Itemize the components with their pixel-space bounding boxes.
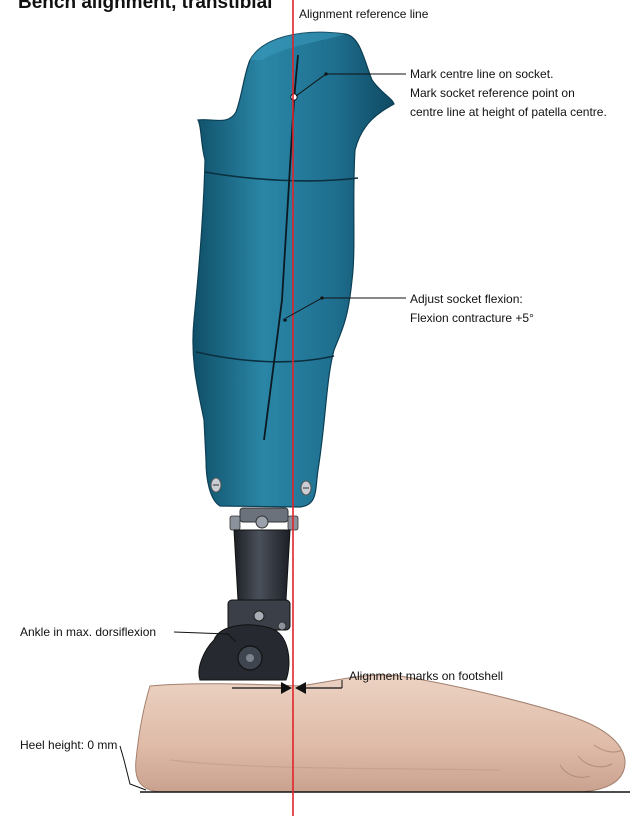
label-centre-line-1: Mark centre line on socket.: [410, 66, 553, 83]
adapter-bolt-icon: [256, 516, 268, 528]
label-centre-line-2: Mark socket reference point on: [410, 85, 575, 102]
label-footshell-marks: Alignment marks on footshell: [349, 668, 503, 685]
footshell: [136, 675, 625, 792]
socket-reference-point: [291, 94, 297, 100]
ankle-bolt-icon: [254, 611, 264, 621]
pylon-tube: [234, 530, 290, 600]
foot-body: [136, 675, 625, 792]
label-centre-line-3: centre line at height of patella centre.: [410, 104, 607, 121]
label-heel-height: Heel height: 0 mm: [20, 737, 117, 754]
label-flexion-1: Adjust socket flexion:: [410, 291, 523, 308]
pylon: [199, 508, 298, 680]
flexion-reference-dot: [283, 318, 287, 322]
label-flexion-2: Flexion contracture +5°: [410, 310, 534, 327]
label-ankle: Ankle in max. dorsiflexion: [20, 624, 156, 641]
label-reference-line: Alignment reference line: [299, 6, 428, 23]
